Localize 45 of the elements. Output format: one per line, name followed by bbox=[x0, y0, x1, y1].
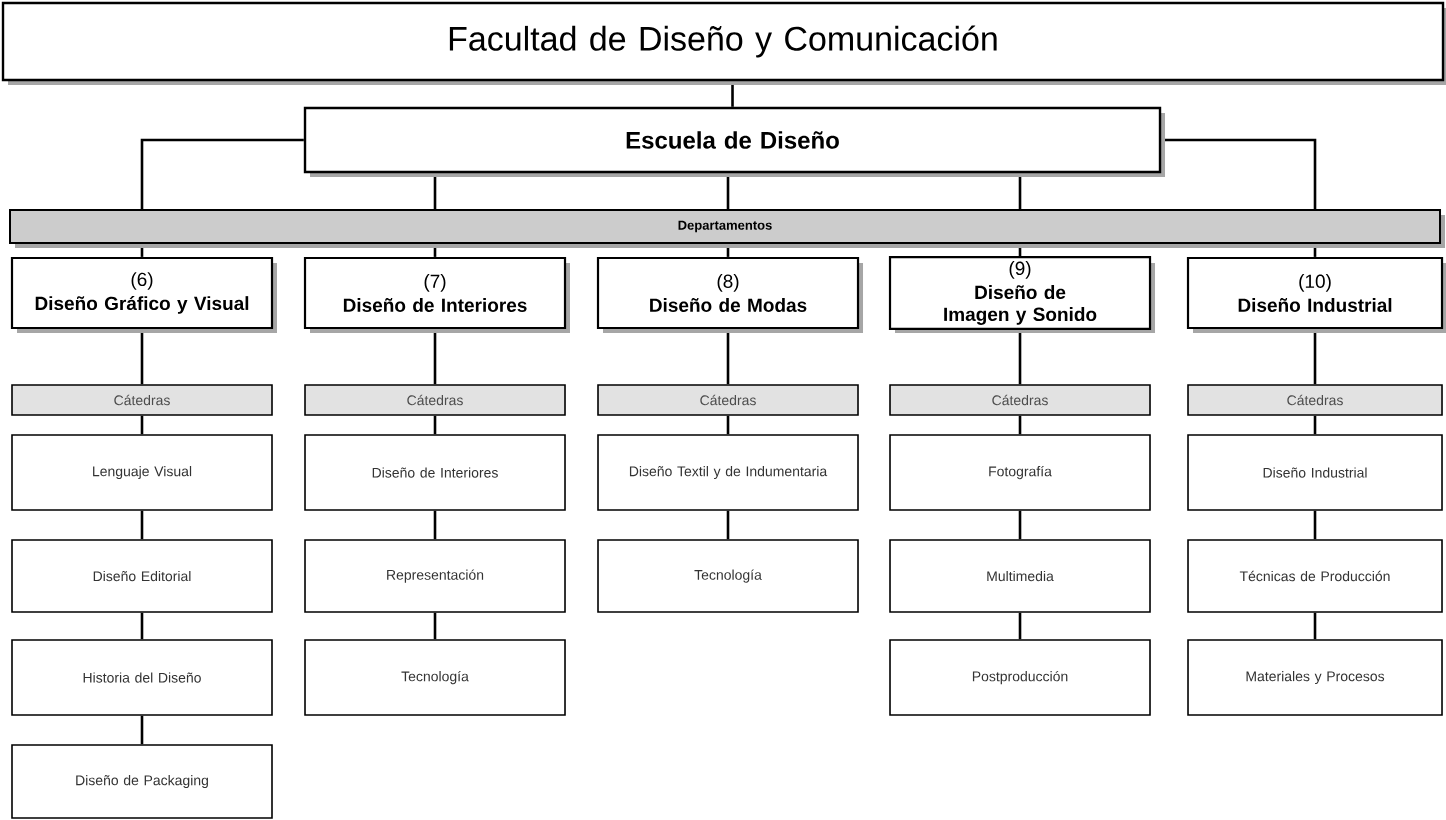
connector-line bbox=[140, 510, 144, 540]
course-box: Tecnología bbox=[304, 639, 566, 716]
connector-line bbox=[433, 612, 437, 640]
connector-line bbox=[1313, 612, 1317, 640]
course-box: Diseño de Packaging bbox=[11, 744, 273, 819]
course-box: Materiales y Procesos bbox=[1187, 639, 1443, 716]
chair-band: Cátedras bbox=[11, 384, 273, 416]
course-box: Postproducción bbox=[889, 639, 1151, 716]
connector-line bbox=[140, 715, 144, 745]
course-box: Diseño Industrial bbox=[1187, 434, 1443, 511]
connector-line bbox=[1313, 415, 1317, 435]
title-box: Facultad de Diseño y Comunicación bbox=[1, 1, 1446, 85]
chair-band: Cátedras bbox=[889, 384, 1151, 416]
school-box: Escuela de Diseño bbox=[303, 106, 1165, 177]
course-box: Fotografía bbox=[889, 434, 1151, 511]
chair-band: Cátedras bbox=[304, 384, 566, 416]
chair-band: Cátedras bbox=[1187, 384, 1443, 416]
course-box: Historia del Diseño bbox=[11, 639, 273, 716]
connector-line bbox=[726, 510, 730, 540]
chair-band: Cátedras bbox=[597, 384, 859, 416]
course-box: Tecnología bbox=[597, 539, 859, 613]
course-box: Representación bbox=[304, 539, 566, 613]
connector-line bbox=[433, 415, 437, 435]
connector-line bbox=[1018, 330, 1022, 385]
course-box: Diseño de Interiores bbox=[304, 434, 566, 511]
connector-line bbox=[140, 415, 144, 435]
connector-line bbox=[1018, 510, 1022, 540]
department-box: (9) Diseño de Imagen y Sonido bbox=[888, 256, 1155, 333]
course-box: Diseño Textil y de Indumentaria bbox=[597, 434, 859, 511]
connector-line bbox=[726, 415, 730, 435]
department-box: (10) Diseño Industrial bbox=[1186, 256, 1446, 333]
header-band: Departamentos bbox=[9, 209, 1445, 248]
course-box: Diseño Editorial bbox=[11, 539, 273, 613]
connector-line bbox=[433, 510, 437, 540]
department-box: (6) Diseño Gráfico y Visual bbox=[10, 256, 277, 333]
course-box: Técnicas de Producción bbox=[1187, 539, 1443, 613]
course-box: Lenguaje Visual bbox=[11, 434, 273, 511]
connector-line bbox=[140, 612, 144, 640]
department-box: (7) Diseño de Interiores bbox=[303, 256, 570, 333]
department-box: (8) Diseño de Modas bbox=[596, 256, 863, 333]
connector-line bbox=[1018, 612, 1022, 640]
course-box: Multimedia bbox=[889, 539, 1151, 613]
connector-line bbox=[1313, 510, 1317, 540]
connector-line bbox=[1018, 415, 1022, 435]
connector-line bbox=[140, 138, 1317, 211]
